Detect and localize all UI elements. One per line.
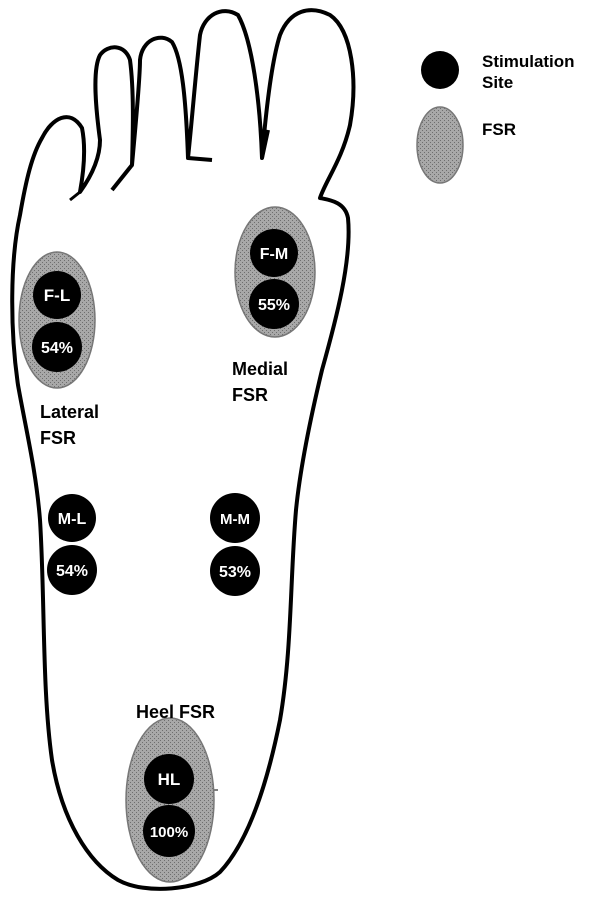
legend-stimulation-label: Stimulation Site bbox=[482, 51, 575, 93]
site-percent: 53% bbox=[219, 564, 251, 581]
site-code: F-L bbox=[44, 286, 70, 305]
site-code: M-M bbox=[220, 511, 250, 528]
site-percent: 55% bbox=[258, 297, 290, 314]
toe-gap-1 bbox=[69, 190, 81, 202]
site-percent: 54% bbox=[56, 563, 88, 580]
legend-stimulation-line1: Stimulation bbox=[482, 52, 575, 71]
toe-gap-4 bbox=[260, 129, 270, 159]
site-midfoot-lateral: M-L 54% bbox=[47, 494, 97, 595]
medial-fsr-label-line2: FSR bbox=[232, 385, 268, 405]
legend-stimulation-line2: Site bbox=[482, 73, 514, 92]
toe-gap-2 bbox=[110, 163, 134, 192]
legend-fsr-label: FSR bbox=[482, 120, 516, 139]
lateral-fsr-label-line2: FSR bbox=[40, 428, 76, 448]
medial-fsr-label-line1: Medial bbox=[232, 359, 288, 379]
site-code: F-M bbox=[260, 246, 288, 263]
site-forefoot-lateral: F-L 54% bbox=[32, 271, 82, 372]
heel-fsr-label: Heel FSR bbox=[136, 702, 215, 722]
toe-gap-3 bbox=[187, 156, 213, 162]
legend-fsr-swatch bbox=[416, 106, 464, 184]
site-code: HL bbox=[158, 770, 181, 789]
lateral-fsr-label-line1: Lateral bbox=[40, 402, 99, 422]
site-percent: 100% bbox=[150, 824, 188, 841]
site-midfoot-medial: M-M 53% bbox=[210, 493, 260, 596]
site-code: M-L bbox=[58, 511, 87, 528]
site-forefoot-medial: F-M 55% bbox=[249, 229, 299, 329]
legend-stimulation-swatch bbox=[421, 51, 459, 89]
site-heel-lateral: HL 100% bbox=[143, 754, 195, 857]
site-percent: 54% bbox=[41, 340, 73, 357]
